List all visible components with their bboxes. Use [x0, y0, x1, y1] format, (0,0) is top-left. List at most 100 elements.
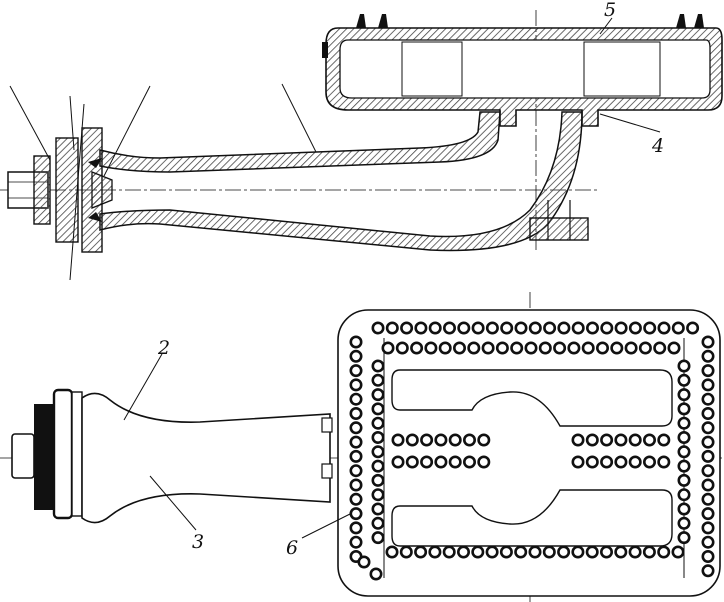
port-hole: [410, 341, 424, 355]
port-hole: [371, 416, 385, 430]
port-hole: [557, 545, 571, 559]
port-hole: [448, 433, 462, 447]
port-hole: [385, 321, 399, 335]
port-hole: [434, 433, 448, 447]
port-hole: [581, 341, 595, 355]
port-hole: [471, 321, 485, 335]
callout-2: 2: [157, 337, 170, 359]
port-hole: [400, 321, 414, 335]
section-view: 5 4: [0, 0, 723, 281]
port-hole: [349, 492, 363, 506]
port-hole: [391, 455, 405, 469]
port-hole: [657, 433, 671, 447]
port-hole: [428, 321, 442, 335]
port-hole: [395, 341, 409, 355]
port-hole: [610, 341, 624, 355]
port-hole: [349, 478, 363, 492]
port-hole: [686, 321, 700, 335]
port-hole: [677, 473, 691, 487]
port-hole: [538, 341, 552, 355]
port-hole: [585, 321, 599, 335]
port-hole: [414, 321, 428, 335]
port-hole: [420, 433, 434, 447]
port-hole: [528, 545, 542, 559]
port-hole: [553, 341, 567, 355]
port-hole: [543, 321, 557, 335]
port-hole: [600, 321, 614, 335]
port-hole: [462, 433, 476, 447]
burner-head-section: [322, 14, 723, 127]
port-hole: [481, 341, 495, 355]
port-hole: [462, 455, 476, 469]
port-hole: [642, 433, 656, 447]
port-hole: [571, 455, 585, 469]
port-hole: [371, 473, 385, 487]
port-hole: [701, 406, 715, 420]
port-hole: [349, 535, 363, 549]
port-hole: [428, 545, 442, 559]
port-hole: [349, 521, 363, 535]
port-hole: [595, 341, 609, 355]
port-hole: [349, 392, 363, 406]
mixing-tube-section: [99, 111, 589, 252]
port-hole: [628, 433, 642, 447]
port-hole: [701, 535, 715, 549]
port-hole: [349, 364, 363, 378]
port-hole: [642, 545, 656, 559]
port-hole: [667, 341, 681, 355]
port-hole: [628, 321, 642, 335]
port-hole: [457, 321, 471, 335]
port-hole: [571, 321, 585, 335]
port-hole: [701, 335, 715, 349]
port-hole: [600, 433, 614, 447]
port-hole: [349, 507, 363, 521]
port-hole: [701, 449, 715, 463]
port-hole: [391, 433, 405, 447]
port-hole: [701, 492, 715, 506]
port-hole: [542, 545, 556, 559]
port-hole: [599, 545, 613, 559]
port-hole: [614, 321, 628, 335]
port-hole: [585, 433, 599, 447]
port-hole: [369, 567, 383, 581]
port-hole: [405, 455, 419, 469]
plan-view: 2 3 6: [0, 292, 724, 602]
port-hole: [485, 321, 499, 335]
port-hole: [677, 416, 691, 430]
port-hole: [628, 455, 642, 469]
port-hole: [424, 341, 438, 355]
port-hole: [349, 435, 363, 449]
port-hole: [371, 531, 385, 545]
port-hole: [499, 545, 513, 559]
port-hole: [349, 464, 363, 478]
port-hole: [701, 549, 715, 563]
port-hole: [477, 455, 491, 469]
port-hole: [477, 433, 491, 447]
nozzle-assembly-section: [7, 83, 317, 281]
port-hole: [371, 502, 385, 516]
port-hole: [624, 341, 638, 355]
port-hole: [524, 341, 538, 355]
port-hole: [510, 341, 524, 355]
port-hole: [371, 430, 385, 444]
port-hole: [614, 455, 628, 469]
port-hole: [701, 435, 715, 449]
port-hole: [399, 545, 413, 559]
port-hole: [442, 321, 456, 335]
port-hole: [349, 349, 363, 363]
port-hole: [585, 545, 599, 559]
port-hole: [414, 545, 428, 559]
port-hole: [614, 545, 628, 559]
port-hole: [571, 433, 585, 447]
mixer-body-exterior: [81, 392, 331, 524]
port-hole: [349, 335, 363, 349]
callout-6: 6: [286, 537, 298, 559]
port-hole: [357, 555, 371, 569]
port-hole: [701, 507, 715, 521]
port-hole: [614, 433, 628, 447]
port-hole: [371, 359, 385, 373]
burner-ports: [349, 321, 715, 581]
port-hole: [701, 521, 715, 535]
port-hole: [671, 321, 685, 335]
